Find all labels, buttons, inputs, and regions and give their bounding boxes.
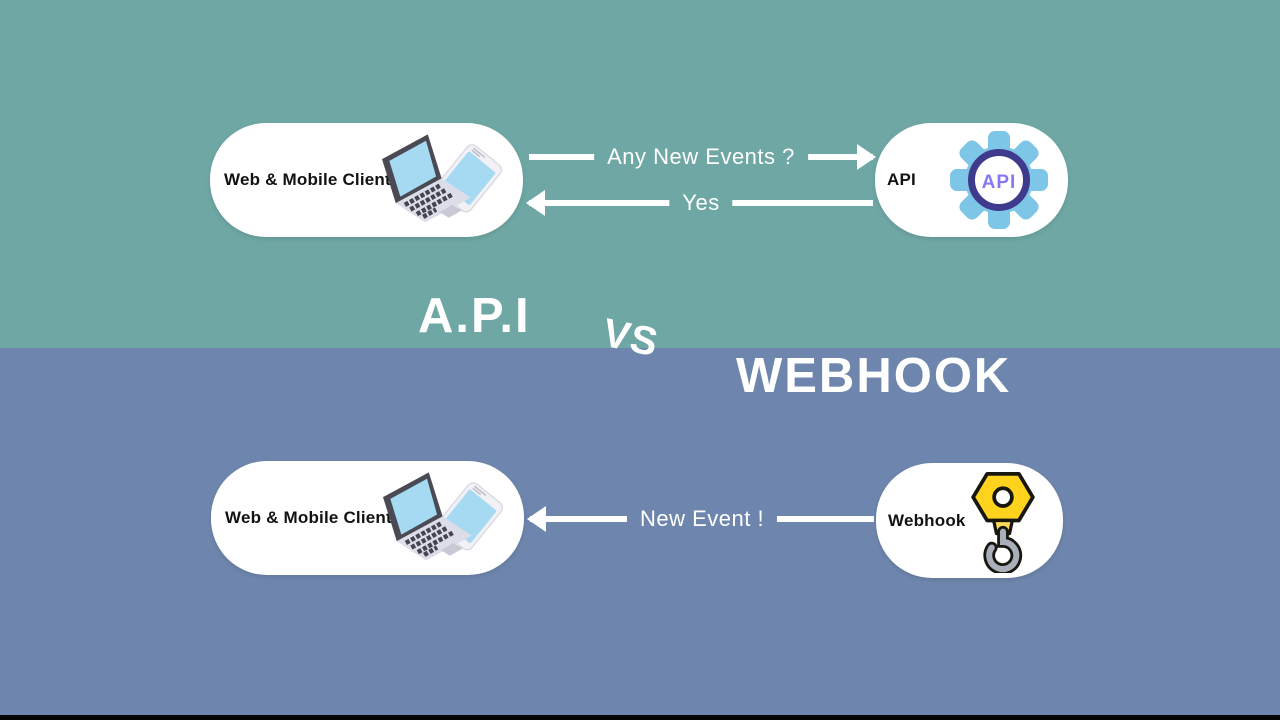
api-card: API API [875,123,1068,237]
webhook-card-label: Webhook [888,510,966,530]
response-arrow-label: Yes [669,189,733,217]
client-card-label: Web & Mobile Client [224,170,391,189]
letterbox-bar [0,715,1280,720]
client-card-label: Web & Mobile Client [225,508,392,527]
laptop-tablet-icon [379,127,517,237]
request-arrowhead-icon [857,144,876,170]
event-arrow-label: New Event ! [626,505,778,533]
gear-api-text: API [982,172,1017,193]
api-card-label: API [887,170,916,189]
event-arrowhead-icon [527,506,546,532]
api-section-background [0,0,1280,348]
title-vs: VS [599,310,663,366]
client-card-api-flow: Web & Mobile Client [210,123,523,237]
title-api: A.P.I [418,289,531,343]
gear-api-icon: API [947,128,1051,232]
response-arrowhead-icon [526,190,545,216]
client-card-webhook-flow: Web & Mobile Client [211,461,524,575]
request-arrow-label: Any New Events ? [594,143,808,171]
webhook-card: Webhook [876,463,1063,578]
title-webhook: WEBHOOK [736,349,1012,403]
hook-icon [961,468,1045,573]
laptop-tablet-icon [380,465,518,575]
